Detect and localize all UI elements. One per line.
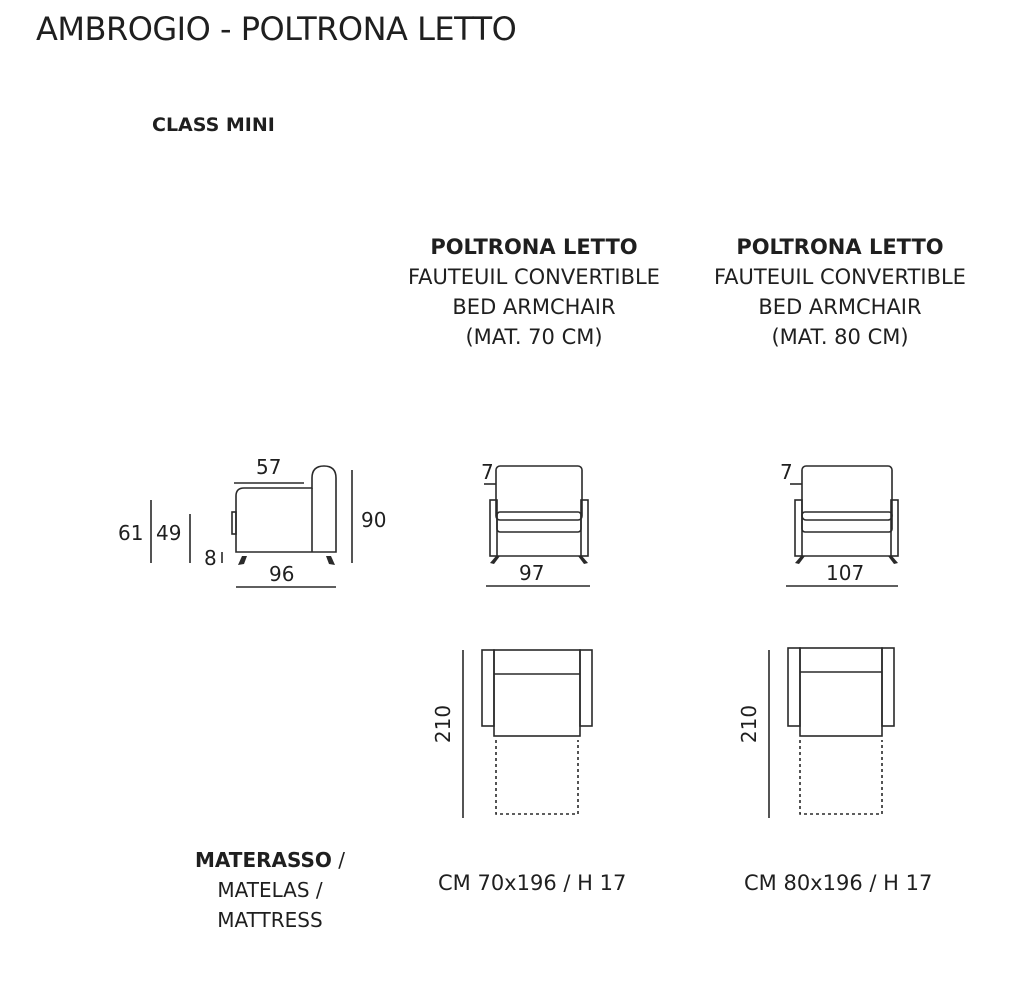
front-view-70 bbox=[484, 465, 590, 587]
dim-arm-width: 7 bbox=[481, 460, 494, 484]
dim-depth: 57 bbox=[256, 455, 282, 479]
side-view-outline bbox=[235, 465, 337, 553]
column-title-en: BED ARMCHAIR bbox=[758, 295, 922, 319]
mattress-label-it: MATERASSO bbox=[194, 848, 332, 872]
dim-seat-height: 49 bbox=[156, 521, 182, 545]
mattress-label-fr: MATELAS / bbox=[217, 878, 323, 902]
dim-arm-width: 7 bbox=[780, 460, 793, 484]
mattress-label-slash: / bbox=[331, 848, 346, 872]
mattress-size-70: CM 70x196 / H 17 bbox=[438, 871, 627, 895]
top-view-70 bbox=[462, 649, 593, 818]
column-mattress-size: (MAT. 80 CM) bbox=[771, 325, 909, 349]
mattress-size-80: CM 80x196 / H 17 bbox=[744, 871, 933, 895]
column-title-fr: FAUTEUIL CONVERTIBLE bbox=[714, 265, 966, 289]
dim-total-depth: 96 bbox=[269, 562, 295, 586]
top-view-80 bbox=[768, 647, 895, 818]
page-title: AMBROGIO - POLTRONA LETTO bbox=[36, 10, 517, 48]
dim-total-height: 61 bbox=[118, 521, 144, 545]
dim-open-length: 210 bbox=[737, 704, 762, 744]
column-header-80: POLTRONA LETTO FAUTEUIL CONVERTIBLE BED … bbox=[680, 232, 1000, 352]
dim-leg-height: 8 bbox=[204, 546, 217, 570]
column-header-70: POLTRONA LETTO FAUTEUIL CONVERTIBLE BED … bbox=[374, 232, 694, 352]
class-label: CLASS MINI bbox=[152, 114, 275, 136]
dim-back-height: 90 bbox=[361, 508, 387, 532]
dim-width: 107 bbox=[826, 561, 865, 585]
side-view-drawing bbox=[150, 465, 353, 588]
column-title: POLTRONA LETTO bbox=[736, 235, 944, 259]
mattress-label-en: MATTRESS bbox=[217, 908, 323, 932]
column-title: POLTRONA LETTO bbox=[430, 235, 638, 259]
column-mattress-size: (MAT. 70 CM) bbox=[465, 325, 603, 349]
dim-open-length: 210 bbox=[431, 704, 456, 744]
mattress-label: MATERASSO / MATELAS / MATTRESS bbox=[150, 845, 390, 935]
column-title-fr: FAUTEUIL CONVERTIBLE bbox=[408, 265, 660, 289]
dim-width: 97 bbox=[519, 561, 545, 585]
column-title-en: BED ARMCHAIR bbox=[452, 295, 616, 319]
front-view-80 bbox=[786, 465, 899, 587]
